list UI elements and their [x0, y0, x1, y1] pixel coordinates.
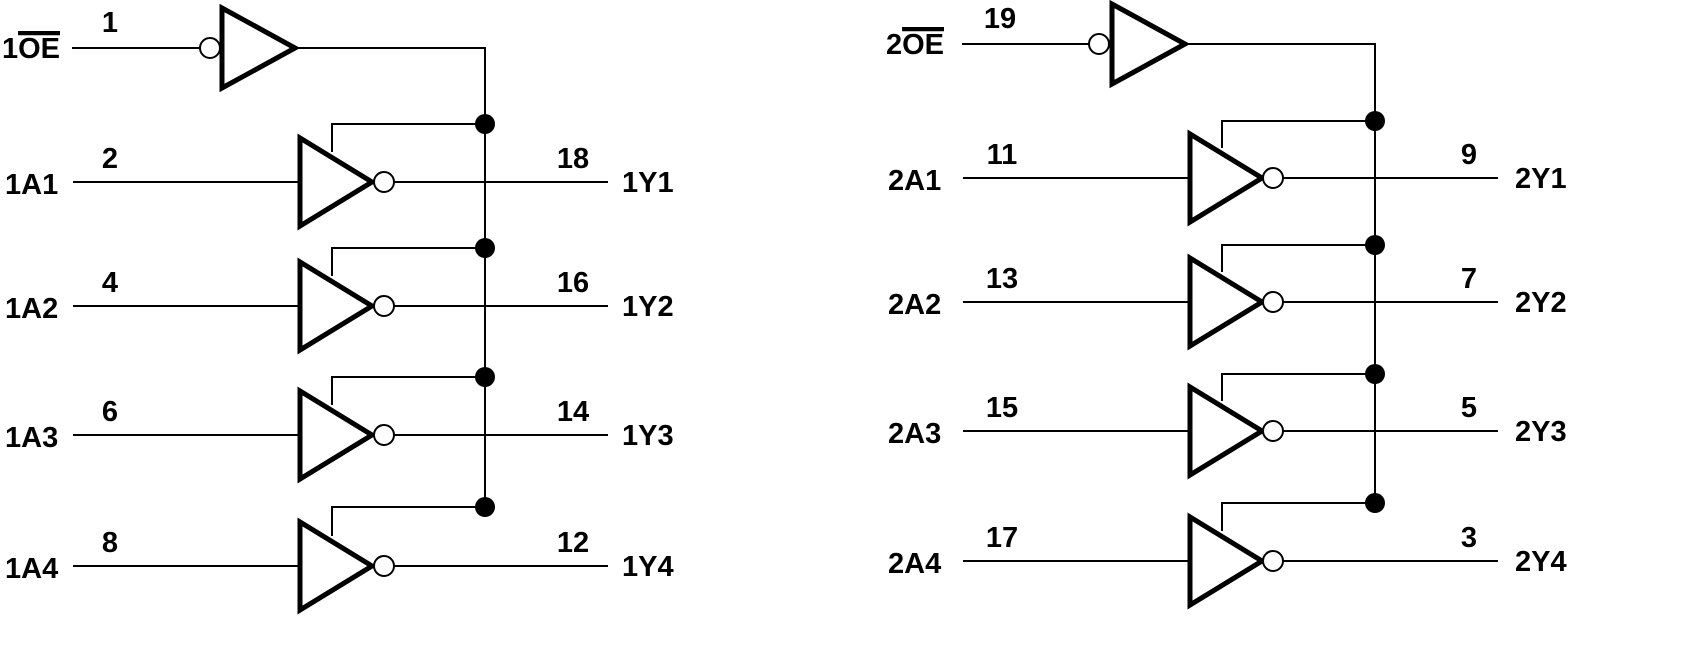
input-pin-number: 13 [986, 263, 1018, 295]
input-label: 2A2 [888, 289, 941, 321]
inverting-buffer-gate [1187, 512, 1267, 610]
enable-control-wire [331, 123, 485, 152]
enable-control-wire [331, 376, 485, 405]
input-label: 1A1 [5, 169, 58, 201]
input-pin-number: 2 [102, 143, 118, 175]
oe-label-prefix: 2 [886, 29, 902, 61]
output-label: 2Y2 [1515, 287, 1567, 319]
output-label: 1Y2 [622, 291, 674, 323]
oe-buffer-gate [1109, 0, 1191, 89]
oe-label: 1OE [2, 33, 60, 65]
output-label: 2Y1 [1515, 163, 1567, 195]
output-pin-number: 5 [1461, 392, 1477, 424]
oe-label: 2OE [886, 29, 944, 61]
inverting-buffer-gate [1187, 253, 1267, 351]
inverting-buffer-gate [297, 386, 377, 484]
enable-bus-wire [1185, 43, 1376, 503]
output-pin-number: 14 [557, 396, 589, 428]
input-label: 2A3 [888, 418, 941, 450]
output-inversion-bubble [373, 424, 395, 446]
input-pin-number: 6 [102, 396, 118, 428]
oe-inversion-bubble [1088, 33, 1110, 55]
output-pin-number: 3 [1461, 522, 1477, 554]
output-inversion-bubble [1262, 550, 1284, 572]
buffer-group-2: 2OE 19 2A1 11 9 2Y1 2A2 13 7 2Y2 2A3 15 5 2Y3 2A4 17 3 2Y… [886, 0, 1567, 610]
oe-inversion-bubble [199, 37, 221, 59]
output-inversion-bubble [1262, 291, 1284, 313]
channel-1a1: 1A1 2 18 1Y1 [5, 114, 674, 231]
input-pin-number: 15 [986, 392, 1018, 424]
input-pin-number: 4 [102, 267, 118, 299]
channel-2a4: 2A4 17 3 2Y4 [888, 493, 1567, 610]
junction-dot [475, 114, 495, 134]
channel-1a4: 1A4 8 12 1Y4 [5, 497, 674, 615]
output-label: 2Y3 [1515, 416, 1567, 448]
enable-control-wire [1221, 502, 1375, 531]
junction-dot [1365, 364, 1385, 384]
output-label: 1Y3 [622, 420, 674, 452]
output-inversion-bubble [1262, 420, 1284, 442]
enable-control-wire [1221, 120, 1375, 148]
output-label: 2Y4 [1515, 546, 1567, 578]
output-pin-number: 18 [557, 143, 589, 175]
channel-2a3: 2A3 15 5 2Y3 [888, 364, 1567, 480]
inverting-buffer-gate [297, 133, 377, 231]
output-inversion-bubble [1262, 167, 1284, 189]
inverting-buffer-gate [297, 517, 377, 615]
enable-bus-wire [295, 47, 486, 507]
input-label: 1A4 [5, 553, 58, 585]
oe-label-name: OE [18, 33, 60, 65]
enable-control-wire [1221, 244, 1375, 272]
channel-1a2: 1A2 4 16 1Y2 [5, 238, 674, 355]
oe-pin-number: 19 [984, 3, 1016, 35]
output-pin-number: 9 [1461, 139, 1477, 171]
inverting-buffer-gate [1187, 129, 1267, 227]
junction-dot [475, 497, 495, 517]
input-pin-number: 17 [986, 522, 1018, 554]
input-label: 1A3 [5, 422, 58, 454]
junction-dot [1365, 235, 1385, 255]
inverting-buffer-gate [1187, 382, 1267, 480]
junction-dot [475, 367, 495, 387]
junction-dot [1365, 493, 1385, 513]
output-label: 1Y1 [622, 167, 674, 199]
output-label: 1Y4 [622, 551, 674, 583]
input-label: 2A4 [888, 548, 941, 580]
enable-control-wire [331, 247, 485, 276]
input-label: 1A2 [5, 293, 58, 325]
output-inversion-bubble [373, 295, 395, 317]
inverting-buffer-gate [297, 257, 377, 355]
output-pin-number: 12 [557, 527, 589, 559]
output-pin-number: 7 [1461, 263, 1477, 295]
junction-dot [475, 238, 495, 258]
junction-dot [1365, 111, 1385, 131]
output-inversion-bubble [373, 555, 395, 577]
oe-buffer-gate [219, 3, 301, 93]
output-inversion-bubble [373, 171, 395, 193]
input-pin-number: 11 [987, 139, 1018, 171]
input-pin-number: 8 [102, 527, 118, 559]
channel-1a3: 1A3 6 14 1Y3 [5, 367, 674, 484]
oe-pin-number: 1 [102, 7, 118, 39]
channel-2a1: 2A1 11 9 2Y1 [888, 111, 1567, 227]
oe-label-prefix: 1 [2, 33, 18, 65]
output-pin-number: 16 [557, 267, 589, 299]
enable-control-wire [1221, 373, 1375, 401]
oe-label-name: OE [902, 29, 944, 61]
channel-2a2: 2A2 13 7 2Y2 [888, 235, 1567, 351]
enable-control-wire [331, 506, 485, 536]
input-label: 2A1 [888, 165, 941, 197]
